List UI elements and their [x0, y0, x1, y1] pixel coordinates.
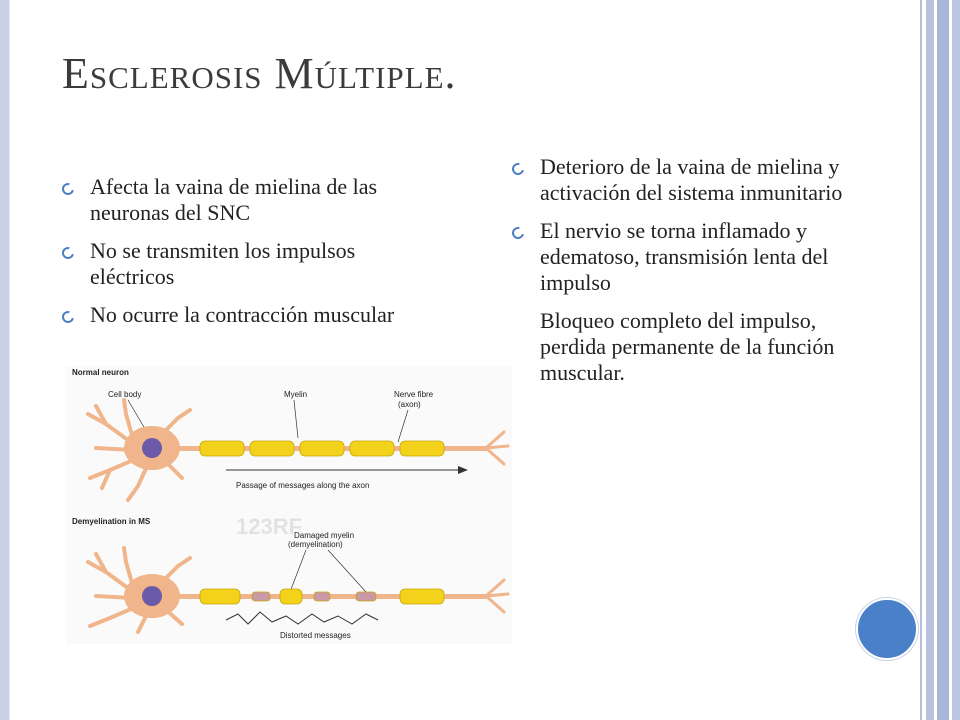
bullet-text: No ocurre la contracción muscular [90, 302, 395, 327]
bullet-item: Afecta la vaina de mielina de las neuron… [59, 174, 412, 226]
right-frame-stripes [918, 0, 960, 720]
bullet-icon [509, 160, 527, 178]
distorted-caption: Distorted messages [280, 631, 351, 640]
distorted-signal-icon [225, 611, 379, 625]
damaged-pointer-lines [289, 549, 367, 593]
damaged-myelin-segments [199, 588, 445, 605]
decorative-circle [856, 598, 918, 660]
bullet-icon [509, 224, 527, 242]
bullet-text: Bloqueo completo del impulso, perdida pe… [540, 308, 835, 385]
bullet-item: Bloqueo completo del impulso, perdida pe… [512, 308, 882, 386]
myelin-segments [199, 440, 445, 457]
nucleus-icon [142, 586, 162, 606]
cell-body-label: Cell body [108, 390, 141, 399]
damaged-myelin-label: Damaged myelin [294, 531, 354, 540]
bullet-text: No se transmiten los impulsos eléctricos [90, 238, 356, 289]
bullet-item: Deterioro de la vaina de mielina y activ… [509, 154, 882, 206]
right-bullet-list: Deterioro de la vaina de mielina y activ… [509, 154, 882, 398]
passage-caption: Passage of messages along the axon [236, 481, 369, 490]
myelin-label: Myelin [284, 390, 307, 399]
neuron-illustration: Normal neuron Cell body Myelin Nerve fib… [72, 368, 510, 640]
bullet-item: No ocurre la contracción muscular [59, 302, 412, 328]
normal-neuron [86, 398, 510, 502]
bullet-text: Afecta la vaina de mielina de las neuron… [90, 174, 378, 225]
bullet-icon [59, 308, 77, 326]
bullet-icon [59, 244, 77, 262]
left-frame-bar [0, 0, 10, 720]
bullet-text: El nervio se torna inflamado y edematoso… [540, 218, 829, 295]
bullet-item: No se transmiten los impulsos eléctricos [59, 238, 412, 290]
bullet-item: El nervio se torna inflamado y edematoso… [509, 218, 882, 296]
signal-arrow-icon [226, 466, 468, 474]
normal-neuron-heading: Normal neuron [72, 368, 129, 377]
bullet-text: Deterioro de la vaina de mielina y activ… [540, 154, 843, 205]
bullet-icon [59, 180, 77, 198]
left-bullet-list: Afecta la vaina de mielina de las neuron… [59, 174, 412, 340]
demyelination-heading: Demyelination in MS [72, 517, 151, 526]
watermark: 123RF [236, 514, 302, 539]
nucleus-icon [142, 438, 162, 458]
neuron-diagram: Normal neuron Cell body Myelin Nerve fib… [66, 366, 512, 644]
axon-label: (axon) [398, 400, 421, 409]
demyelinated-neuron [86, 546, 510, 634]
slide-title: Esclerosis Múltiple. [62, 49, 457, 98]
nerve-fibre-label: Nerve fibre [394, 390, 434, 399]
demyelination-label: (demyelination) [288, 540, 343, 549]
